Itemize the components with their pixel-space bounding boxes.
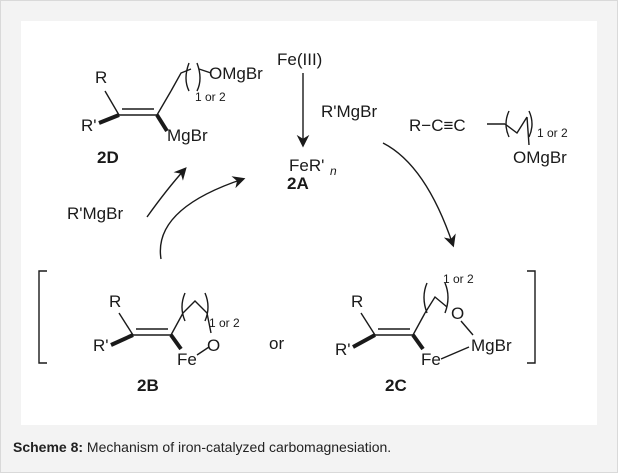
2C-Fe: Fe [421,350,441,369]
2C-paren-left [423,282,428,314]
scheme-panel: R R' MgBr OMgBr 1 or 2 2D Fe(III) R' [21,21,597,425]
alkyne-chain-b [504,116,528,135]
2B-wedge-fe [169,333,183,351]
2C-wedge-fe [411,333,425,351]
2C-bond-chain [412,312,426,336]
2B-R-prime: R' [93,336,109,355]
compound-2D: R R' MgBr OMgBr 1 or 2 2D [81,62,263,167]
figure-caption: Scheme 8: Mechanism of iron-catalyzed ca… [13,439,391,455]
alkyne-OMgBr: OMgBr [513,148,567,167]
2B-chain-o [206,312,212,334]
2D-paren-left [185,62,190,92]
alkyne-text: R−C≡C [409,116,466,135]
catalyst-sub: n [330,164,337,178]
2D-bond-chain [156,90,172,116]
arrow-to-2D [146,167,187,218]
2D-OMgBr: OMgBr [209,64,263,83]
2C-ring-size: 1 or 2 [443,272,474,286]
2D-wedge-mgbr [155,113,169,133]
or-text: or [269,334,284,353]
alkyne-paren-right [528,110,533,138]
label-2D: 2D [97,148,119,167]
2D-bond-r [104,90,120,116]
2B-Fe: Fe [177,350,197,369]
2C-R: R [351,292,363,311]
2C-O: O [451,304,464,323]
catalyst-main: FeR' [289,156,324,175]
2C-o-mg-bond [460,320,474,336]
label-2C: 2C [385,376,407,395]
catalyst-2A: FeR' n 2A [287,156,337,193]
bracket-right [527,270,536,364]
reagent-left: R'MgBr [67,204,123,223]
compound-2C: R R' 1 or 2 O MgBr Fe 2C [335,272,512,395]
caption-label: Scheme 8: [13,439,84,455]
alkyne-ring-size: 1 or 2 [537,126,568,140]
2C-chain [424,295,448,314]
2B-bond-r [118,312,134,336]
2B-R: R [109,292,121,311]
2C-paren-right [444,282,449,314]
2D-wedge-rprime [98,113,120,125]
reagent-top: R'MgBr [321,102,377,121]
2B-paren-left [181,292,186,322]
2D-R-prime: R' [81,116,97,135]
2B-chain [182,300,208,314]
2D-paren-right [196,62,201,92]
caption-text: Mechanism of iron-catalyzed carbomagnesi… [83,439,392,455]
2B-wedge-rprime [110,333,134,347]
scheme-diagram: R R' MgBr OMgBr 1 or 2 2D Fe(III) R' [38,50,568,395]
2B-O: O [207,336,220,355]
2D-ring-size: 1 or 2 [195,90,226,104]
2C-R-prime: R' [335,340,351,359]
arrow-to-catalyst [159,176,246,260]
2D-chain-o [198,68,212,74]
2C-MgBr: MgBr [471,336,512,355]
2D-chain [170,68,192,92]
2B-paren-right [204,292,209,322]
alkyne-substrate: R−C≡C 1 or 2 OMgBr [409,110,568,167]
2B-ring-size: 1 or 2 [209,316,240,330]
alkyne-paren-left [505,110,510,138]
2B-fe-o-bond [196,346,210,356]
fe3-label: Fe(III) [277,50,322,69]
2C-bond-r [360,312,376,336]
2D-MgBr: MgBr [167,126,208,145]
alkyne-chain-o [526,116,530,146]
arrow-to-2C [382,142,456,248]
compound-2B: R R' 1 or 2 O Fe 2B [93,292,240,395]
2B-bond-chain [170,312,184,336]
2D-R: R [95,68,107,87]
label-2B: 2B [137,376,159,395]
label-2A: 2A [287,174,309,193]
bracket-left [38,270,47,364]
2C-fe-mg-bond [440,346,470,360]
2C-wedge-rprime [352,333,376,349]
